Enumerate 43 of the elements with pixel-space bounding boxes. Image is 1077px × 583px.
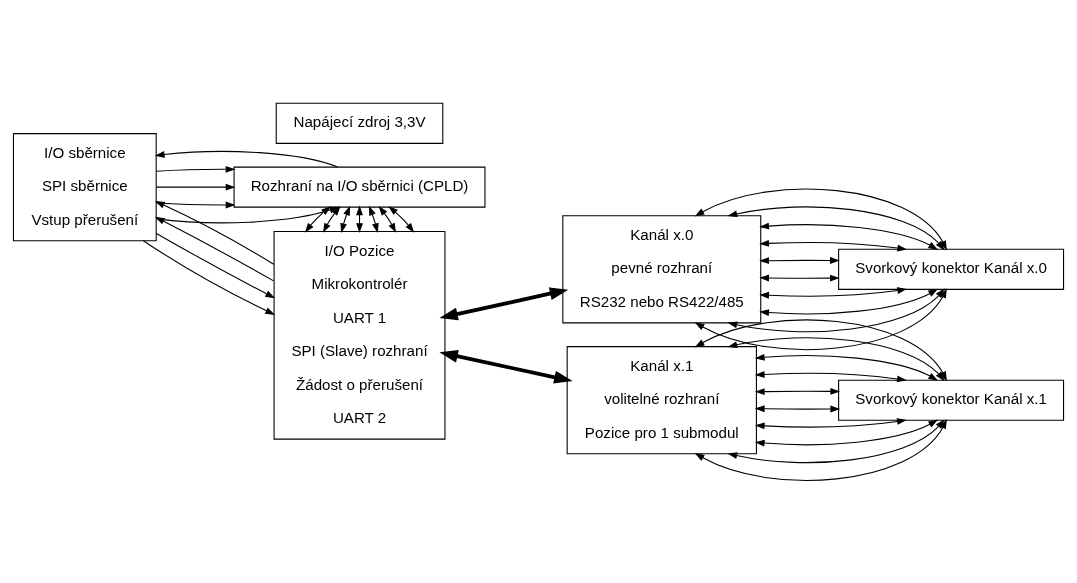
node-box: I/O sběrnice SPI sběrnice Vstup přerušení: [12, 132, 157, 241]
arrow: [694, 318, 947, 381]
arrow: [694, 188, 947, 251]
arrow: [378, 205, 397, 233]
arrow: [759, 288, 938, 316]
node-box: Svorkový konektor Kanál x.1: [838, 379, 1065, 421]
arrow: [368, 205, 379, 233]
arrow: [304, 205, 331, 233]
arrow: [340, 205, 351, 233]
arrow: [759, 222, 938, 250]
arrow: [727, 418, 945, 463]
arrow: [155, 201, 236, 208]
node-box: Napájecí zdroj 3,3V: [275, 102, 444, 144]
arrow: [759, 274, 840, 282]
arrow: [388, 205, 415, 233]
node-box: Kanál x.1 volitelné rozhraní Pozice pro 1 submodul: [566, 345, 757, 454]
arrow: [754, 404, 841, 412]
arrow: [727, 287, 945, 332]
arrow: [754, 419, 939, 446]
arrow: [155, 216, 275, 281]
arrow: [142, 239, 276, 315]
arrow: [439, 349, 573, 384]
arrow: [759, 286, 908, 299]
arrow: [754, 353, 939, 381]
arrow: [754, 387, 841, 395]
arrow: [155, 165, 236, 173]
arrow: [754, 417, 907, 429]
arrow: [694, 418, 947, 481]
arrow: [754, 370, 907, 382]
node-box: Kanál x.0 pevné rozhraní RS232 nebo RS422/485: [562, 214, 762, 323]
arrow: [759, 239, 908, 251]
arrow: [154, 200, 275, 265]
node-box: Rozhraní na I/O sběrnici (CPLD): [233, 166, 486, 208]
arrow: [154, 150, 339, 168]
node-box: Svorkový konektor Kanál x.0: [838, 248, 1065, 290]
arrow: [439, 286, 569, 320]
arrow: [155, 183, 236, 191]
arrow: [727, 205, 945, 250]
arrow: [727, 336, 945, 381]
arrow: [759, 256, 840, 264]
node-box: I/O Pozice Mikrokontrolér UART 1 SPI (Slave) rozhraní Žádost o přerušení UART 2: [273, 230, 446, 440]
arrow: [694, 287, 947, 350]
arrow: [155, 232, 276, 298]
